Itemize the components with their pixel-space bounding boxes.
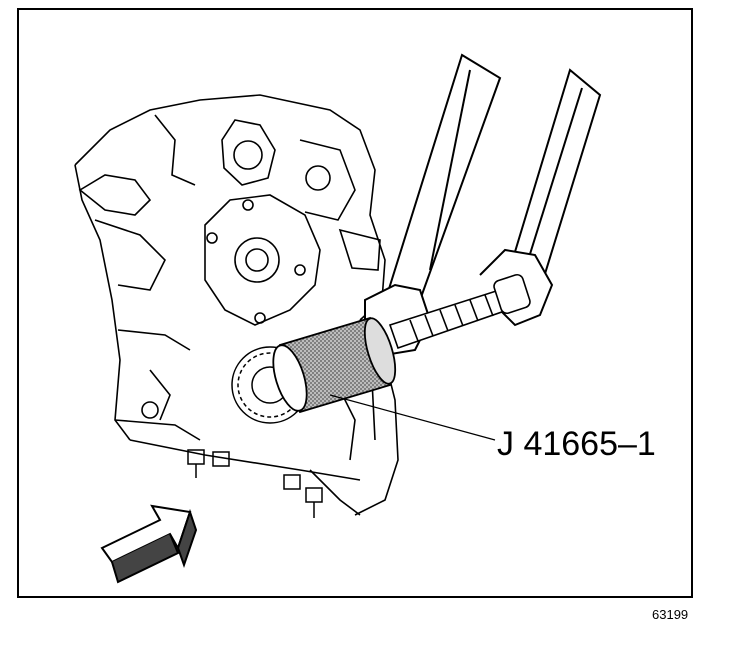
tool-callout-label: J 41665–1 [497,425,656,463]
threaded-rod [388,273,531,350]
callout-leader [329,394,496,441]
base-bolts [187,449,323,518]
engine-block [74,94,399,516]
figure-number: 63199 [652,607,689,622]
view-direction-arrow-icon [100,504,198,584]
pump-plate [204,194,321,326]
tool-body [272,316,397,414]
